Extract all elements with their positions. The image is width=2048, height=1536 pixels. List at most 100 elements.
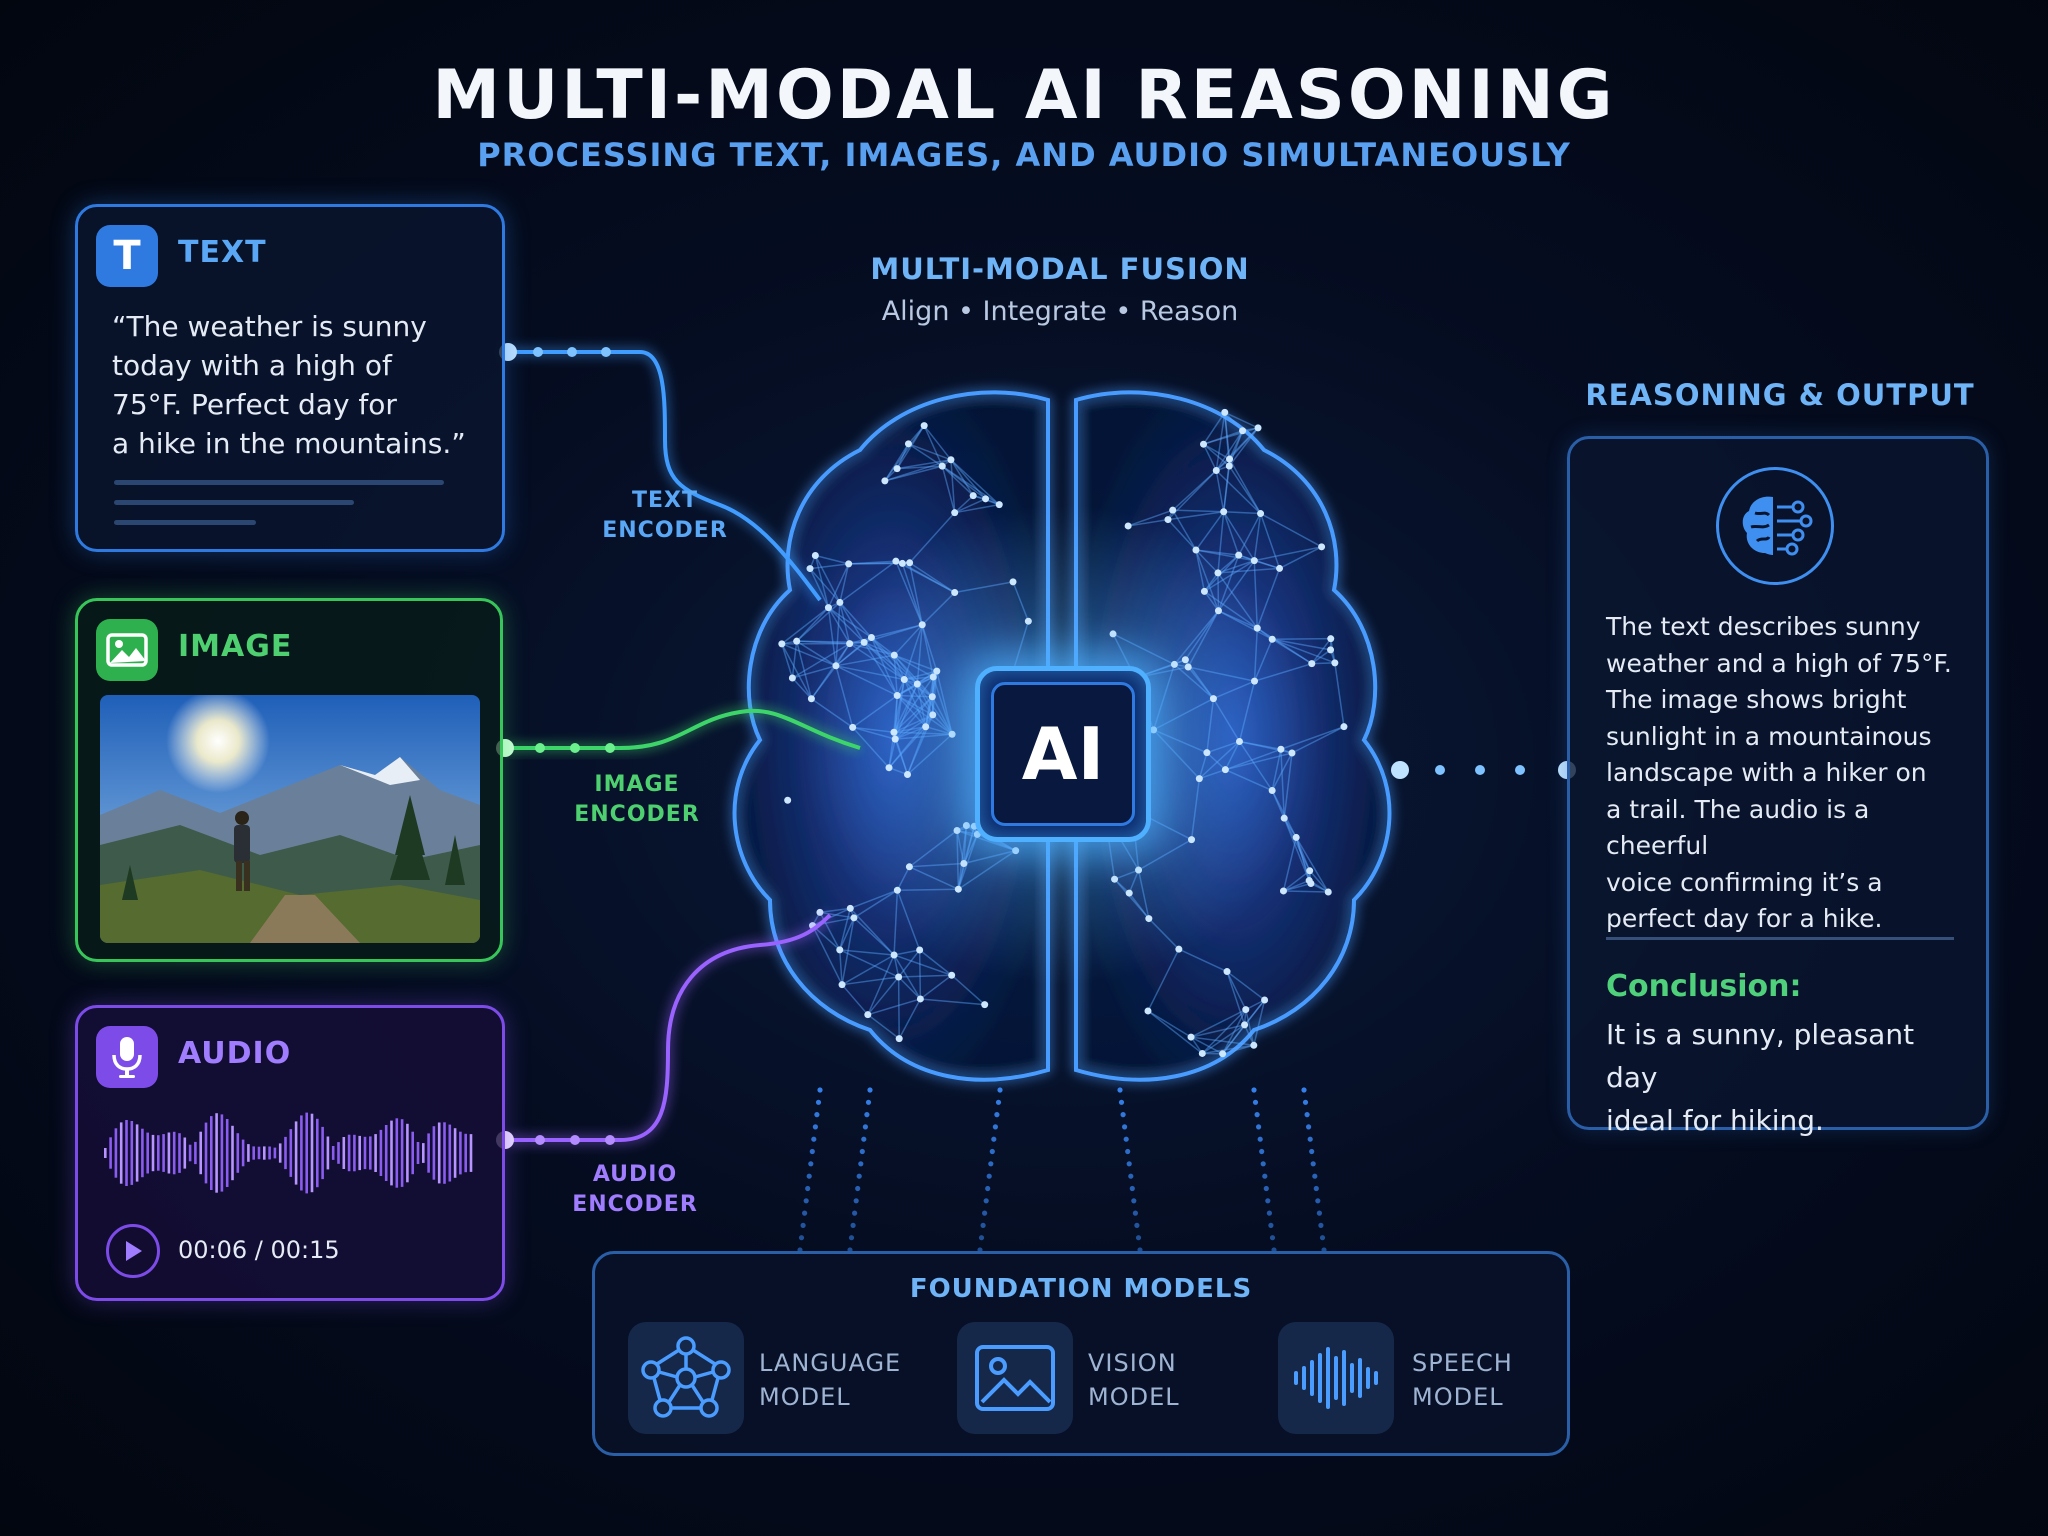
stream-dot — [1269, 1235, 1276, 1241]
network-edge — [963, 834, 978, 864]
network-node — [1280, 814, 1288, 822]
network-edge — [918, 949, 922, 999]
soundwave-bar — [1334, 1356, 1338, 1400]
network-edge — [1195, 549, 1206, 592]
network-node — [1225, 462, 1233, 470]
waveform-bar — [448, 1124, 452, 1182]
text-input-card: T TEXT “The weather is sunny today with … — [75, 204, 505, 552]
network-edge — [839, 917, 855, 951]
network-edge — [1228, 465, 1262, 514]
network-edge — [1253, 628, 1259, 682]
waveform-bar — [384, 1125, 388, 1181]
network-node — [1012, 847, 1020, 855]
network-node — [1024, 617, 1032, 625]
network-edge — [888, 738, 896, 768]
image-badge-icon — [96, 619, 158, 681]
waveform-bar — [104, 1148, 107, 1158]
waveform-bar — [422, 1143, 425, 1163]
network-node — [1145, 915, 1153, 923]
network-edge — [1225, 768, 1273, 792]
waveform-bar — [119, 1122, 123, 1184]
play-button[interactable] — [106, 1224, 160, 1278]
network-edge — [950, 459, 1000, 506]
page-subtitle: PROCESSING TEXT, IMAGES, AND AUDIO SIMUL… — [477, 136, 1571, 174]
foundation-title: FOUNDATION MODELS — [909, 1274, 1253, 1304]
network-edge — [957, 850, 1017, 890]
network-edge — [841, 954, 895, 986]
stream-dot — [995, 1099, 1002, 1105]
waveform-bar — [342, 1137, 346, 1169]
network-node — [1188, 836, 1196, 844]
stream-dot — [815, 1099, 822, 1105]
network-edge — [1167, 519, 1197, 551]
network-node — [846, 640, 854, 648]
network-node — [1164, 516, 1172, 524]
network-edge — [848, 560, 896, 565]
network-edge — [839, 563, 850, 603]
network-edge — [908, 443, 943, 467]
network-edge — [1217, 560, 1255, 612]
network-edge — [941, 465, 974, 497]
stream-dot — [982, 1210, 988, 1216]
network-edge — [896, 694, 934, 716]
network-edge — [809, 563, 849, 570]
network-node — [881, 477, 889, 485]
network-edge — [893, 655, 898, 696]
waveform-bar — [268, 1146, 271, 1160]
waveform-bar — [379, 1129, 383, 1176]
network-edge — [1188, 666, 1255, 682]
network-edge — [835, 602, 841, 666]
waveform-bar — [369, 1136, 372, 1170]
network-edge — [895, 560, 956, 594]
network-edge — [1147, 1010, 1192, 1038]
network-edge — [901, 563, 923, 625]
waveform-bar — [231, 1125, 234, 1181]
network-edge — [1311, 662, 1335, 665]
soundwave-bar — [1374, 1371, 1378, 1385]
network-edge — [815, 554, 849, 565]
network-edge — [1254, 662, 1313, 682]
network-edge — [1203, 427, 1259, 445]
network-node — [938, 462, 946, 470]
network-node — [929, 673, 937, 681]
network-edge — [1167, 511, 1224, 521]
network-edge — [896, 695, 927, 728]
network-edge — [1291, 725, 1345, 754]
network-edge — [1203, 443, 1230, 467]
network-edge — [963, 849, 1016, 865]
network-node — [816, 908, 824, 916]
network-edge — [1198, 752, 1208, 779]
network-edge — [1271, 790, 1297, 838]
network-edge — [1222, 511, 1240, 556]
network-edge — [1172, 469, 1217, 511]
network-node — [788, 674, 796, 682]
network-edge — [1203, 590, 1220, 612]
network-node — [1327, 646, 1335, 654]
network-edge — [1271, 749, 1282, 791]
network-edge — [809, 568, 830, 608]
network-edge — [1271, 638, 1313, 665]
waveform-bar — [178, 1133, 181, 1173]
network-edge — [1201, 1009, 1247, 1054]
soundwave-bar — [1310, 1360, 1314, 1396]
network-edge — [897, 976, 900, 1039]
network-edge — [835, 654, 895, 667]
network-edge — [1215, 470, 1225, 512]
network-edge — [795, 640, 813, 699]
network-edge — [1334, 662, 1345, 727]
image-connector — [505, 708, 861, 750]
network-node — [962, 821, 970, 829]
text-card-title: TEXT — [178, 235, 267, 270]
conclusion-text: It is a sunny, pleasant day ideal for hi… — [1606, 1018, 1915, 1137]
image-icon — [957, 1322, 1073, 1434]
stream-dot — [991, 1136, 997, 1142]
text-badge-icon: T — [96, 225, 158, 287]
network-edge — [893, 624, 923, 656]
waveform-bar — [390, 1120, 393, 1186]
network-edge — [819, 907, 851, 914]
network-node — [1254, 424, 1262, 432]
network-node — [1192, 546, 1200, 554]
stream-dot — [986, 1173, 992, 1179]
network-edge — [1218, 610, 1258, 629]
network-edge — [902, 562, 956, 594]
